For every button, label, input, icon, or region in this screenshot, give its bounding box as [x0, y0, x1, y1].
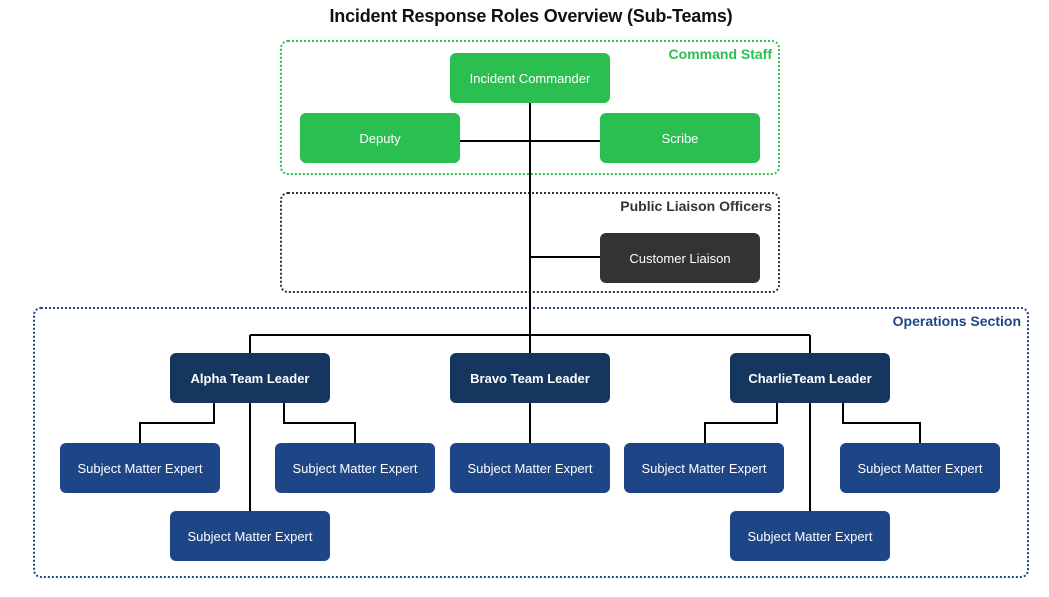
bravo-sme-node: Subject Matter Expert — [450, 443, 610, 493]
bravo-team-leader-node: Bravo Team Leader — [450, 353, 610, 403]
charlie-team-leader-node: CharlieTeam Leader — [730, 353, 890, 403]
charlie-sme-node: Subject Matter Expert — [624, 443, 784, 493]
charlie-sme-node: Subject Matter Expert — [840, 443, 1000, 493]
alpha-team-leader-node: Alpha Team Leader — [170, 353, 330, 403]
alpha-sme-node: Subject Matter Expert — [60, 443, 220, 493]
charlie-sme-node: Subject Matter Expert — [730, 511, 890, 561]
diagram-title: Incident Response Roles Overview (Sub-Te… — [329, 6, 733, 26]
command-staff-label: Command Staff — [668, 46, 772, 62]
operations-label: Operations Section — [892, 313, 1021, 329]
public-liaison-label: Public Liaison Officers — [620, 198, 772, 214]
alpha-sme-node: Subject Matter Expert — [275, 443, 435, 493]
incident-commander-node: Incident Commander — [450, 53, 610, 103]
alpha-sme-node: Subject Matter Expert — [170, 511, 330, 561]
deputy-node: Deputy — [300, 113, 460, 163]
scribe-node: Scribe — [600, 113, 760, 163]
customer-liaison-node: Customer Liaison — [600, 233, 760, 283]
